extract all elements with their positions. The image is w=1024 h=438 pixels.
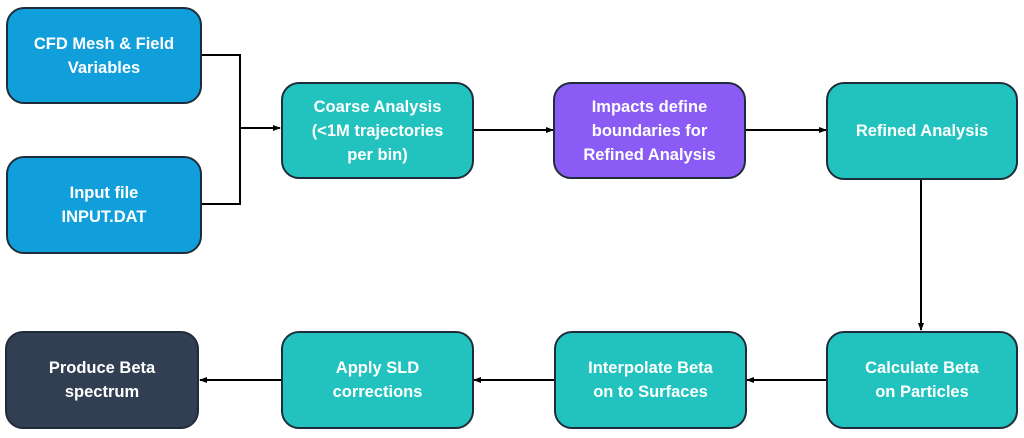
- edge-input-to-junction: [201, 128, 241, 205]
- edge-cfd-to-junction: [201, 54, 241, 128]
- node-impacts-define-boundaries: Impacts define boundaries for Refined An…: [553, 82, 746, 179]
- node-cfd-mesh: CFD Mesh & Field Variables: [6, 7, 202, 104]
- node-refined-analysis: Refined Analysis: [826, 82, 1018, 180]
- node-apply-sld: Apply SLD corrections: [281, 331, 474, 429]
- node-coarse-analysis: Coarse Analysis (<1M trajectories per bi…: [281, 82, 474, 179]
- node-input-file: Input file INPUT.DAT: [6, 156, 202, 254]
- node-produce-beta-spectrum: Produce Beta spectrum: [5, 331, 199, 429]
- node-calculate-beta: Calculate Beta on Particles: [826, 331, 1018, 429]
- node-interpolate-beta: Interpolate Beta on to Surfaces: [554, 331, 747, 429]
